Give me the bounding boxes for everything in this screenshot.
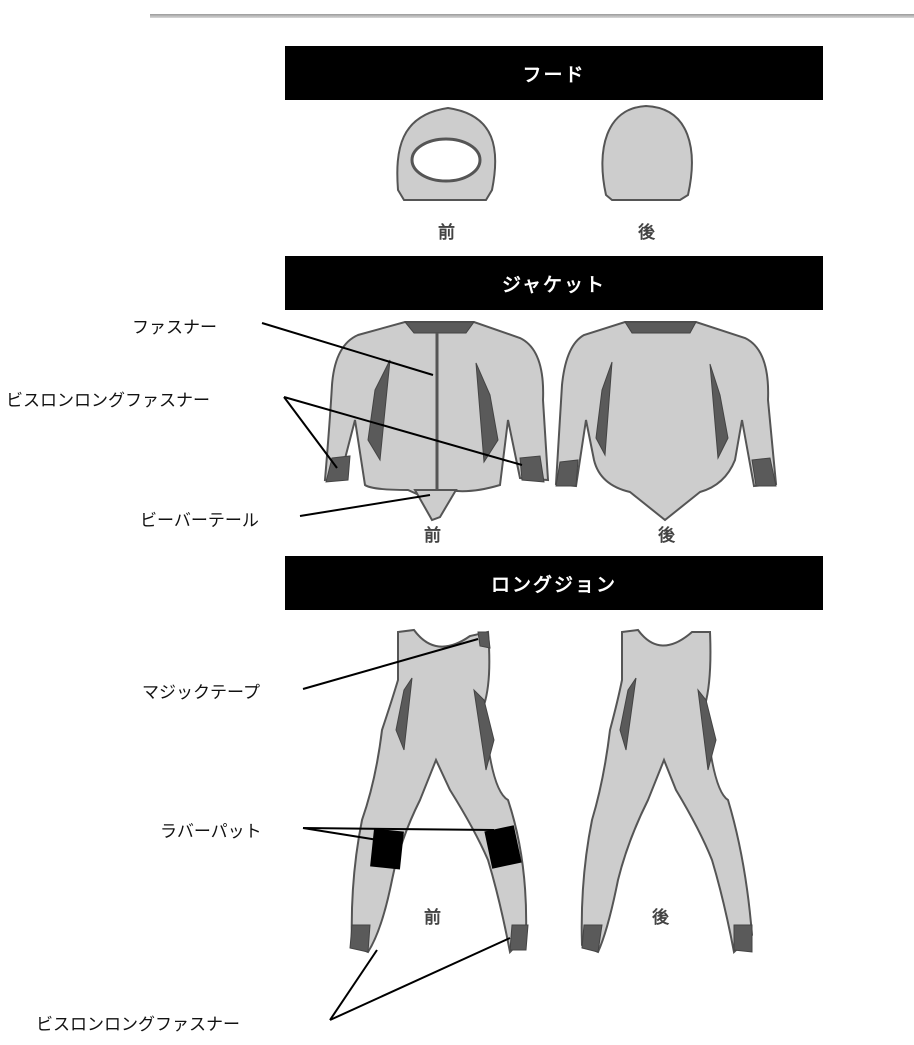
callout-vislon-long-fastener-longjohn: ビスロンロングファスナー [36, 1015, 240, 1035]
longjohn-front [349, 628, 529, 955]
leader-lines [261, 322, 523, 1021]
callout-vislon-long-fastener-jacket: ビスロンロングファスナー [6, 391, 210, 411]
jacket-back [554, 321, 778, 522]
scan-edge [150, 14, 914, 18]
longjohn-back [580, 628, 754, 954]
longjohn-back-label: 後 [652, 908, 669, 928]
hood-section-title: フード [285, 46, 823, 100]
callout-velcro: マジックテープ [142, 683, 260, 703]
jacket-back-label: 後 [658, 526, 675, 546]
hood-back-label: 後 [638, 223, 655, 243]
callout-fastener: ファスナー [132, 318, 217, 338]
jacket-section-title: ジャケット [285, 256, 823, 310]
rubber-pad-left [370, 828, 404, 870]
callout-rubber-pad: ラバーパット [160, 822, 262, 842]
jacket-front-label: 前 [424, 526, 441, 546]
longjohn-front-label: 前 [424, 908, 441, 928]
hood-back [601, 104, 693, 201]
hood-face-opening [410, 137, 482, 183]
longjohn-section-title: ロングジョン [285, 556, 823, 610]
beaver-tail-shape [413, 489, 458, 522]
callout-beaver-tail: ビーバーテール [140, 511, 259, 531]
hood-front [396, 106, 497, 201]
rubber-pad-right [484, 825, 522, 869]
hood-front-label: 前 [438, 223, 455, 243]
